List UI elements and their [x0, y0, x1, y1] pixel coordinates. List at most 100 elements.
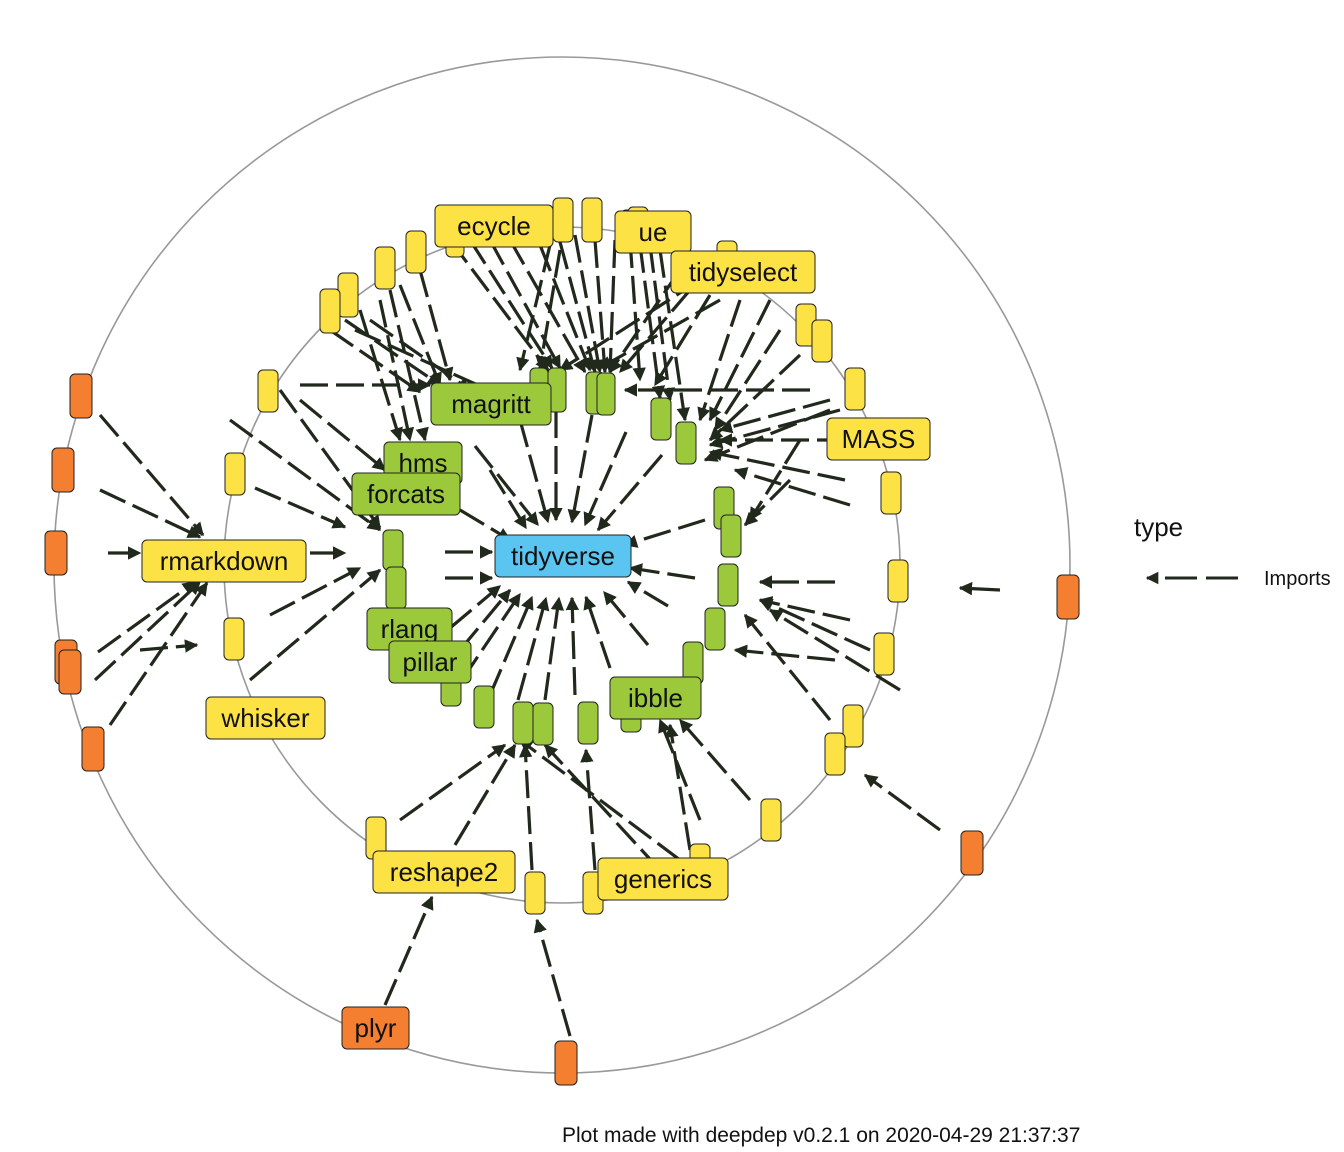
import-edge [508, 239, 587, 374]
package-node-mass: MASS [826, 417, 931, 461]
import-edge [863, 773, 941, 832]
package-node-magrittr: magritt [430, 382, 552, 426]
import-edge [269, 566, 362, 617]
import-edge [458, 588, 512, 652]
package-node-unlabeled [596, 372, 616, 416]
package-node-unlabeled [577, 701, 599, 745]
package-node-whisker: whisker [205, 696, 326, 740]
package-node-unlabeled [473, 685, 495, 729]
import-edge [518, 743, 534, 871]
package-node-unlabeled [880, 471, 902, 515]
package-node-reshape2: reshape2 [372, 850, 516, 894]
package-node-label: magritt [451, 389, 531, 419]
import-edge [488, 469, 528, 530]
import-edge [748, 439, 802, 522]
import-edge [580, 748, 597, 871]
import-edge [344, 318, 442, 387]
import-edge [399, 743, 507, 822]
package-node-label: plyr [355, 1013, 397, 1043]
import-edge [623, 518, 706, 548]
import-edge [278, 389, 382, 530]
import-edge [768, 608, 901, 692]
import-edge [418, 269, 454, 382]
import-edge [697, 299, 742, 422]
package-node-unlabeled [532, 702, 554, 746]
import-edge [708, 353, 802, 442]
package-node-unlabeled [811, 319, 833, 363]
import-edge [608, 269, 682, 374]
package-node-unlabeled [552, 197, 574, 243]
node-layer: tidyversemagritthmsforcatsrlangpillaribb… [44, 197, 1080, 1086]
package-node-label: MASS [842, 424, 916, 454]
package-node-box [614, 210, 692, 254]
package-node-pillar: pillar [388, 640, 472, 684]
import-edge [298, 398, 387, 472]
import-edge [358, 309, 403, 442]
import-edge [618, 288, 692, 374]
import-edge [543, 743, 662, 872]
package-node-unlabeled [554, 1040, 578, 1086]
package-node-tidyselect: tidyselect [670, 250, 816, 294]
package-node-box [351, 472, 461, 516]
import-edge [583, 431, 628, 527]
package-node-unlabeled [44, 530, 68, 576]
package-node-box [341, 1006, 410, 1050]
import-edge [473, 445, 540, 527]
import-edge [543, 596, 565, 701]
package-node-unlabeled [1056, 574, 1080, 620]
import-edge [139, 639, 199, 653]
package-node-box [434, 204, 554, 248]
package-node-box [670, 250, 816, 294]
import-edge [538, 244, 592, 372]
import-edge [958, 581, 1001, 596]
package-node-box [609, 676, 702, 720]
package-node-label: rlang [381, 614, 439, 644]
import-edge [565, 596, 580, 696]
import-edge [99, 488, 202, 539]
package-node-unlabeled [960, 830, 984, 876]
package-node-box [430, 382, 552, 426]
import-edge [708, 299, 772, 422]
package-node-glue: ue [614, 210, 692, 254]
import-edge [743, 478, 792, 527]
import-edge [518, 738, 681, 862]
import-edge [248, 568, 382, 682]
package-node-box [372, 850, 516, 894]
import-edge [718, 398, 831, 434]
package-node-box [826, 417, 931, 461]
import-edge [573, 234, 605, 374]
package-node-box [141, 539, 307, 583]
import-edge [596, 453, 664, 532]
package-node-unlabeled [319, 288, 341, 334]
import-edge [567, 414, 594, 524]
package-node-rmarkdown: rmarkdown [141, 539, 307, 583]
package-node-tidyverse: tidyverse [494, 534, 632, 578]
package-node-unlabeled [69, 373, 93, 419]
package-node-unlabeled [844, 367, 866, 411]
import-edge [628, 239, 646, 382]
import-edge [713, 329, 782, 432]
package-node-box [205, 696, 326, 740]
package-node-unlabeled [581, 197, 603, 243]
import-edge [583, 595, 612, 669]
package-node-label: rmarkdown [160, 546, 289, 576]
package-node-unlabeled [887, 559, 909, 603]
import-edge [398, 284, 442, 387]
import-edge [468, 239, 554, 370]
import-edge [658, 249, 690, 422]
import-edge [626, 580, 669, 608]
import-edge [488, 239, 562, 370]
package-node-box [494, 534, 632, 578]
import-edge [448, 584, 502, 630]
import-edge [453, 743, 517, 846]
import-edge [97, 580, 197, 654]
import-edge [516, 596, 550, 701]
import-edge [733, 467, 851, 507]
package-node-unlabeled [374, 246, 396, 290]
legend-label-imports: Imports [1264, 568, 1331, 590]
import-edge [743, 613, 832, 722]
package-node-label: generics [614, 864, 712, 894]
import-edge [329, 328, 422, 394]
import-edge [488, 595, 534, 696]
package-node-unlabeled [524, 871, 546, 915]
